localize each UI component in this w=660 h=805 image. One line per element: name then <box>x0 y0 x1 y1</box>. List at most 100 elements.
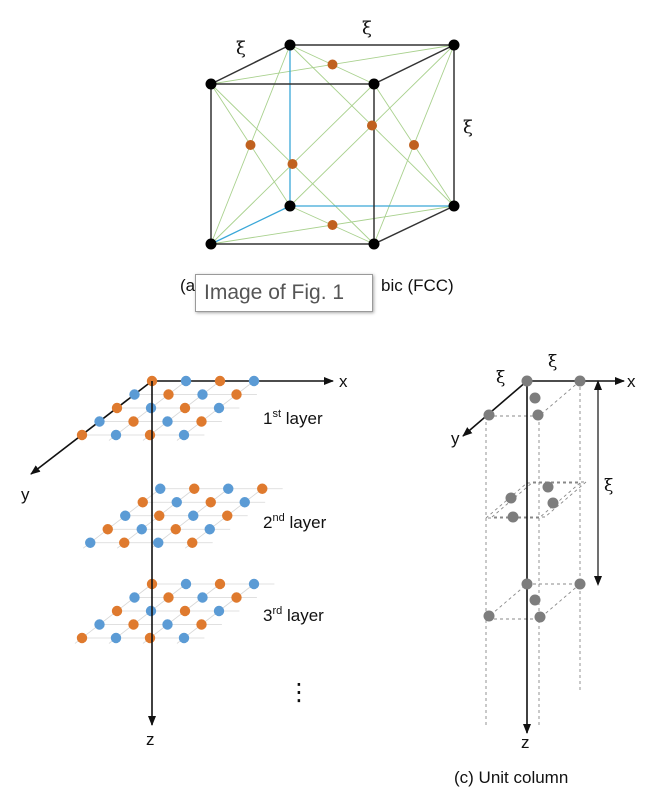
layer-label-3: 3rd layer <box>263 605 324 625</box>
column-atom <box>542 481 554 493</box>
layer-atom <box>110 632 122 644</box>
layer-atom <box>94 619 105 630</box>
column-atom <box>547 497 559 509</box>
image-tooltip: Image of Fig. 1 <box>195 274 373 312</box>
layer-atom <box>136 524 147 535</box>
layer-atom <box>144 429 156 441</box>
layer-atom <box>178 632 190 644</box>
column-dashed-lines <box>485 380 587 726</box>
edge-label-xi-c2: ξ <box>548 352 557 372</box>
face-center-atoms <box>245 59 419 230</box>
continuation-dots: ⋮ <box>287 679 311 706</box>
layer-atom <box>162 619 173 630</box>
layer-atom <box>213 402 225 414</box>
y-axis-label-b: y <box>21 485 30 504</box>
layer-atom <box>178 429 190 441</box>
layer-atom <box>94 416 105 427</box>
unit-column-diagram: x y z ξ ξ ξ (c) Unit column <box>451 352 636 787</box>
column-middle-edge <box>544 481 587 518</box>
layer-atom <box>129 389 140 400</box>
edge-label-xi-a1: ξ <box>236 38 246 59</box>
layer-atom <box>197 389 208 400</box>
z-axis-label-c: z <box>521 733 530 752</box>
layer-gridlines <box>74 380 283 644</box>
layer-atom <box>145 402 157 414</box>
edge-label-xi-a3: ξ <box>463 117 473 138</box>
layer-atom <box>197 592 208 603</box>
layer-atom <box>128 619 139 630</box>
layer-atom <box>170 524 181 535</box>
corner-atoms <box>205 39 460 250</box>
column-atom <box>529 392 541 404</box>
layer-atom <box>204 524 215 535</box>
layer-atom <box>128 416 139 427</box>
z-axis-label-b: z <box>146 730 155 749</box>
layer-atom <box>137 497 148 508</box>
column-atom <box>483 610 495 622</box>
edge-label-xi-c3: ξ <box>604 476 613 496</box>
column-atom <box>507 511 519 523</box>
fcc-unit-cell-diagram: ξ ξ ξ (a bic (FCC) <box>180 18 473 295</box>
caption-c: (c) Unit column <box>454 768 568 787</box>
layer-atoms <box>76 375 268 644</box>
layer-atom <box>129 592 140 603</box>
layer-atom <box>248 375 260 387</box>
layer-atom <box>155 483 166 494</box>
layer-atom <box>154 510 165 521</box>
layer-label-2: 2nd layer <box>263 512 327 532</box>
layer-atom <box>171 497 182 508</box>
layer-atom <box>163 389 174 400</box>
layer-atom <box>188 510 199 521</box>
column-atom <box>532 409 544 421</box>
face-center-atom <box>287 159 298 169</box>
layer-atom <box>119 537 130 548</box>
face-center-atom <box>327 220 338 230</box>
column-atom <box>529 594 541 606</box>
face-center-atom <box>367 120 377 131</box>
hidden-edges <box>210 45 454 245</box>
face-center-atom <box>245 140 256 150</box>
layer-atom <box>248 578 260 590</box>
layer-atom <box>179 605 191 617</box>
caption-a-right: bic (FCC) <box>381 276 454 295</box>
layer-atom <box>180 578 192 590</box>
corner-atom <box>284 39 296 51</box>
face-center-atom <box>327 59 338 70</box>
layer-atom <box>239 497 250 508</box>
layer-atom <box>205 497 216 508</box>
layer-atom <box>187 537 198 548</box>
layer-atom <box>189 483 200 494</box>
column-atom <box>574 578 586 590</box>
column-atom <box>521 375 533 387</box>
layer-atom <box>222 510 233 521</box>
layer-label-1: 1st layer <box>263 408 323 428</box>
layer-atom <box>111 402 123 414</box>
layer-atom <box>257 483 268 494</box>
fcc-layers-diagram: x y z 1st layer 2nd layer 3rd layer ⋮ <box>21 372 348 749</box>
x-axis-label-c: x <box>627 372 636 391</box>
column-atom <box>483 409 495 421</box>
layer-atom <box>196 619 207 630</box>
layer-atom <box>214 375 226 387</box>
y-axis-label-c: y <box>451 429 460 448</box>
caption-a-left: (a <box>180 276 196 295</box>
corner-atom <box>205 238 217 250</box>
cube-edge <box>373 205 455 245</box>
layer-atom <box>162 416 173 427</box>
layer-atom <box>111 605 123 617</box>
corner-atom <box>448 200 460 212</box>
layer-atom <box>214 578 226 590</box>
column-level-edge <box>538 482 581 519</box>
layer-atom <box>102 524 113 535</box>
corner-atom <box>368 238 380 250</box>
layer-atom <box>85 537 96 548</box>
layer-atom <box>179 402 191 414</box>
layer-atom <box>163 592 174 603</box>
layer-atom <box>76 632 88 644</box>
layer-atom <box>120 510 131 521</box>
layer-atom <box>145 605 157 617</box>
layer-atom <box>76 429 88 441</box>
edge-label-xi-a2: ξ <box>362 18 372 39</box>
layer-atom <box>144 632 156 644</box>
